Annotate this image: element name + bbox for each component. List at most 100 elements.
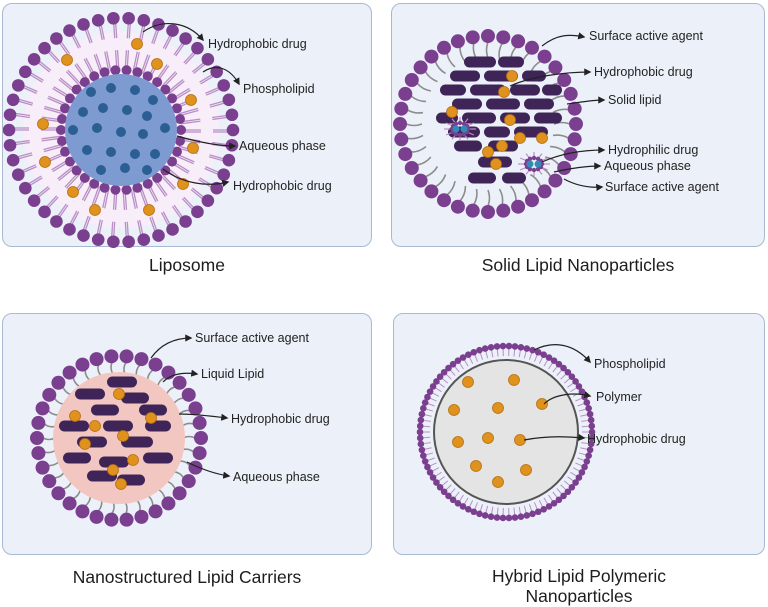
phospholipid-head bbox=[487, 513, 495, 520]
phospholipid-head bbox=[523, 345, 531, 352]
surfactant-head bbox=[35, 460, 50, 475]
surfactant-head bbox=[119, 512, 134, 527]
liposome-diagram: Hydrophobic drug Phospholipid Aqueous ph… bbox=[3, 11, 332, 248]
phospholipid-head bbox=[60, 103, 71, 114]
surfactant-head bbox=[465, 30, 480, 45]
surfactant-head bbox=[525, 40, 539, 55]
phospholipid-head bbox=[63, 223, 76, 236]
phospholipid-head bbox=[449, 496, 457, 504]
hydrophobic-drug bbox=[520, 464, 532, 476]
surfactant-head bbox=[424, 184, 439, 199]
label-aqueous: Aqueous phase bbox=[233, 470, 320, 484]
surfactant-head bbox=[119, 349, 134, 364]
phospholipid-head bbox=[57, 113, 68, 124]
phospholipid-head bbox=[210, 181, 223, 195]
solid-lipid-block bbox=[107, 376, 137, 388]
phospholipid-head bbox=[586, 410, 594, 418]
hydrophobic-drug bbox=[446, 106, 458, 118]
phospholipid-head bbox=[560, 492, 567, 500]
solid-lipid-block bbox=[91, 404, 119, 416]
aqueous-drug bbox=[106, 83, 116, 93]
surfactant-head bbox=[398, 147, 413, 162]
surfactant-head bbox=[537, 49, 552, 64]
surfactant-head bbox=[62, 365, 77, 380]
phospholipid-head bbox=[91, 14, 105, 27]
hydrophobic-drug bbox=[115, 478, 127, 490]
surfactant-head bbox=[181, 387, 196, 402]
hydrophilic-drug bbox=[452, 125, 460, 133]
hydrophobic-drug bbox=[506, 70, 518, 82]
phospholipid-head bbox=[470, 508, 478, 516]
hydrophobic-drug bbox=[39, 156, 51, 168]
hydrophobic-drug bbox=[151, 58, 163, 70]
hydrophobic-drug bbox=[79, 438, 91, 450]
solid-lipid-block bbox=[498, 56, 524, 68]
phospholipid-head bbox=[201, 194, 215, 207]
hydrophobic-drug bbox=[492, 476, 504, 488]
phospholipid-head bbox=[152, 77, 163, 88]
phospholipid-head bbox=[505, 342, 513, 350]
surfactant-head bbox=[511, 199, 526, 214]
phospholipid-head bbox=[421, 399, 429, 406]
phospholipid-head bbox=[424, 463, 431, 471]
aqueous-drug bbox=[122, 105, 132, 115]
phospholipid-head bbox=[568, 483, 576, 491]
phospholipid-head bbox=[167, 156, 178, 167]
label-hydrophobic-top: Hydrophobic drug bbox=[208, 37, 307, 51]
surfactant-head bbox=[563, 147, 578, 162]
aqueous-drug bbox=[160, 123, 170, 133]
hydrophobic-drug bbox=[498, 86, 510, 98]
phospholipid-head bbox=[529, 510, 536, 518]
phospholipid-head bbox=[417, 416, 425, 424]
surfactant-head bbox=[557, 161, 572, 175]
arrow-hydrophilic bbox=[541, 146, 606, 163]
surfactant-head bbox=[394, 132, 409, 147]
hydrophobic-drug-molecules bbox=[69, 388, 157, 490]
phospholipid-head bbox=[550, 499, 558, 507]
phospholipid-head bbox=[122, 235, 135, 248]
phospholipid-head bbox=[586, 446, 594, 454]
sln-title: Solid Lipid Nanoparticles bbox=[481, 255, 675, 275]
phospholipid-head bbox=[465, 351, 472, 359]
phospholipid-head bbox=[564, 368, 572, 376]
phospholipid-head bbox=[176, 125, 186, 135]
arrow-liquid-lipid bbox=[162, 369, 199, 383]
phospholipid-head bbox=[210, 65, 223, 79]
surfactant-head bbox=[35, 401, 50, 416]
hydrophobic-drug bbox=[143, 204, 155, 216]
phospholipid-head bbox=[121, 65, 132, 76]
solid-lipid-block bbox=[99, 456, 129, 468]
phospholipid-head bbox=[64, 93, 75, 104]
solid-lipid-block bbox=[454, 140, 482, 152]
hydrophobic-drug bbox=[89, 420, 101, 432]
phospholipid-head bbox=[575, 383, 583, 390]
phospholipid-head bbox=[152, 172, 163, 183]
hydrophilic-drug bbox=[526, 160, 534, 168]
aqueous-drug bbox=[68, 125, 78, 135]
hybrid-title-line2: Nanoparticles bbox=[525, 586, 633, 606]
arrow-surfactant-top bbox=[541, 32, 586, 47]
surfactant-head bbox=[134, 509, 149, 524]
surfactant-head bbox=[161, 496, 176, 511]
hydrophobic-drug bbox=[448, 404, 460, 416]
phospholipid-head bbox=[167, 93, 178, 104]
surfactant-head bbox=[42, 474, 57, 489]
arrow-solid-lipid bbox=[566, 96, 606, 105]
phospholipid-head bbox=[91, 233, 105, 246]
hydrophobic-drug bbox=[187, 142, 199, 154]
phospholipid-head bbox=[505, 514, 513, 522]
arrow-hydrophobic bbox=[509, 68, 592, 87]
label-hydrophobic-bottom: Hydrophobic drug bbox=[233, 179, 332, 193]
surfactant-head bbox=[465, 203, 480, 218]
phospholipid-head bbox=[583, 399, 591, 406]
surfactant-head bbox=[89, 352, 104, 367]
phospholipid-head bbox=[585, 452, 592, 460]
phospholipid-head bbox=[449, 360, 457, 368]
phospholipid-head bbox=[481, 512, 489, 519]
surfactant-shell bbox=[393, 29, 583, 219]
phospholipid-head bbox=[77, 18, 90, 31]
phospholipid-head bbox=[56, 125, 66, 135]
solid-lipid-block bbox=[75, 388, 105, 400]
phospholipid-head bbox=[560, 364, 567, 372]
phospholipid-head bbox=[417, 440, 425, 448]
